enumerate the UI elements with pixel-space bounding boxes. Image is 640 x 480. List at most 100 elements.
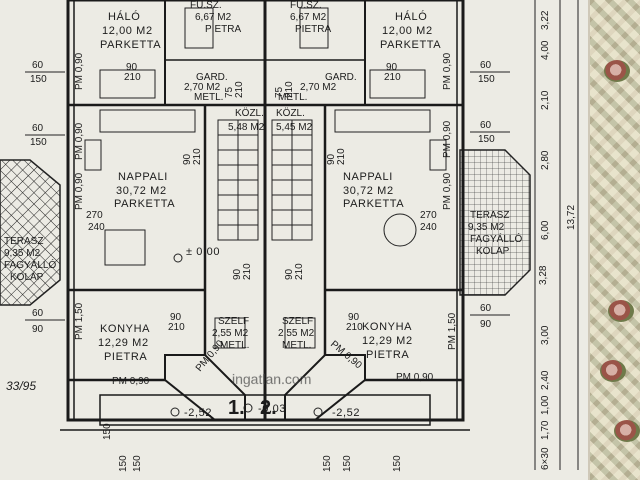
room-floor-2: KOLAP: [476, 246, 510, 257]
svg-text:210: 210: [284, 81, 295, 98]
walls: [60, 0, 470, 431]
room-area: 12,29 M2: [362, 335, 413, 347]
staircase-right: [271, 119, 313, 241]
svg-text:210: 210: [346, 322, 363, 333]
dimensions-vertical: 3,22 4,00 2,10 2,80 6,00 13,72 3,28 3,00…: [534, 0, 579, 470]
fabric-flower: [600, 360, 626, 382]
dimensions-right: 60 150 60 150 270 240 60 90: [420, 60, 510, 330]
svg-text:150: 150: [478, 74, 495, 85]
svg-text:90: 90: [326, 153, 337, 165]
svg-text:240: 240: [88, 222, 105, 233]
door-dimensions: 90 210 90 210 90 210 90 210 90 210 90 21…: [118, 62, 403, 472]
room-floor: PIETRA: [366, 349, 409, 361]
room-area: 2,70 M2: [184, 82, 221, 93]
room-szelf-right: SZELF 2,55 M2 METL.: [278, 316, 315, 351]
svg-text:90: 90: [170, 312, 182, 323]
svg-text:2,10: 2,10: [540, 90, 551, 110]
room-floor: PARKETTA: [100, 39, 161, 51]
room-name: FÜ.SZ.: [190, 0, 222, 11]
unit-number-2: 2.: [260, 397, 277, 419]
svg-text:90: 90: [348, 312, 360, 323]
room-floor: PIETRA: [295, 24, 331, 35]
room-area: 12,29 M2: [98, 337, 149, 349]
furniture: [84, 7, 447, 349]
svg-text:90: 90: [480, 319, 492, 330]
svg-text:210: 210: [294, 263, 305, 280]
svg-text:90: 90: [182, 153, 193, 165]
room-terasz-left: TERASZ 9,35 M2 FAGYÁLLÓ KOLAP: [4, 236, 56, 283]
room-area: 30,72 M2: [343, 185, 394, 197]
room-area: 6,67 M2: [195, 12, 232, 23]
room-area: 9,35 M2: [4, 248, 41, 259]
svg-text:3,28: 3,28: [538, 265, 549, 285]
svg-text:150: 150: [30, 137, 47, 148]
room-floor: PARKETTA: [380, 39, 441, 51]
room-area: 2,55 M2: [278, 328, 315, 339]
pm-label: PM 1,50: [447, 312, 458, 350]
svg-text:210: 210: [384, 72, 401, 83]
svg-text:150: 150: [118, 455, 129, 472]
svg-text:1,00: 1,00: [540, 395, 551, 415]
svg-text:90: 90: [284, 268, 295, 280]
room-area: 6,67 M2: [290, 12, 327, 23]
room-name: GARD.: [325, 72, 357, 83]
room-floor: METL.: [194, 92, 223, 103]
room-area: 12,00 M2: [382, 25, 433, 37]
fabric-flower: [608, 300, 634, 322]
room-area: 30,72 M2: [116, 185, 167, 197]
pm-label: PM 0,90: [112, 376, 150, 387]
level-step-right: -2,52: [332, 407, 360, 419]
room-fusz-right: FÜ.SZ. 6,67 M2 PIETRA: [290, 0, 331, 35]
terrace-left-area: [0, 159, 61, 306]
room-szelf-left: SZELF 2,55 M2 METL.: [212, 316, 249, 351]
pm-label: PM 0,90: [74, 52, 85, 90]
svg-text:240: 240: [420, 222, 437, 233]
svg-text:210: 210: [124, 72, 141, 83]
svg-text:150: 150: [342, 455, 353, 472]
room-area: 12,00 M2: [102, 25, 153, 37]
svg-text:75: 75: [224, 86, 235, 98]
room-floor: FAGYÁLLÓ: [4, 258, 56, 271]
room-floor: METL.: [282, 340, 311, 351]
svg-text:150: 150: [478, 134, 495, 145]
room-konyha-left: KONYHA 12,29 M2 PIETRA: [98, 323, 150, 363]
room-name: NAPPALI: [118, 171, 168, 183]
room-floor: METL.: [278, 92, 307, 103]
svg-text:210: 210: [336, 148, 347, 165]
room-kozl-right: KÖZL. 5,45 M2: [276, 107, 313, 133]
room-floor: PIETRA: [205, 24, 241, 35]
room-halo-left: HÁLÓ 12,00 M2 PARKETTA: [100, 10, 161, 51]
svg-text:90: 90: [386, 62, 398, 73]
room-floor: PIETRA: [104, 351, 147, 363]
room-floor: METL.: [220, 340, 249, 351]
room-name: HÁLÓ: [395, 10, 427, 23]
room-area: 5,45 M2: [276, 122, 313, 133]
pm-label: PM 0,90: [442, 52, 453, 90]
room-floor: PARKETTA: [343, 198, 404, 210]
room-floor: PARKETTA: [114, 198, 175, 210]
svg-text:60: 60: [32, 60, 44, 71]
room-name: FÜ.SZ.: [290, 0, 322, 11]
svg-text:2,40: 2,40: [540, 370, 551, 390]
room-nappali-left: NAPPALI 30,72 M2 PARKETTA: [114, 171, 175, 210]
room-name: KÖZL.: [276, 107, 305, 119]
svg-text:75: 75: [274, 86, 285, 98]
staircase-left: [217, 119, 259, 241]
room-name: NAPPALI: [343, 171, 393, 183]
level-markers: ± 0,00 -0,03 -2,52 -2,52: [170, 246, 360, 419]
room-floor-2: KOLAP: [10, 272, 44, 283]
svg-text:270: 270: [420, 210, 437, 221]
svg-text:150: 150: [392, 455, 403, 472]
room-floor: FAGYÁLLÓ: [470, 232, 522, 245]
pm-label: PM 0,90: [442, 172, 453, 210]
room-gard-right: GARD. 2,70 M2 METL.: [278, 72, 357, 103]
unit-number-1: 1.: [228, 397, 245, 419]
svg-text:13,72: 13,72: [566, 205, 577, 230]
room-halo-right: HÁLÓ 12,00 M2 PARKETTA: [380, 10, 441, 51]
svg-text:3,22: 3,22: [540, 10, 551, 30]
room-name: SZELF: [218, 316, 249, 327]
svg-text:60: 60: [32, 308, 44, 319]
svg-text:2,80: 2,80: [540, 150, 551, 170]
room-name: KONYHA: [362, 321, 412, 333]
svg-text:60: 60: [32, 123, 44, 134]
